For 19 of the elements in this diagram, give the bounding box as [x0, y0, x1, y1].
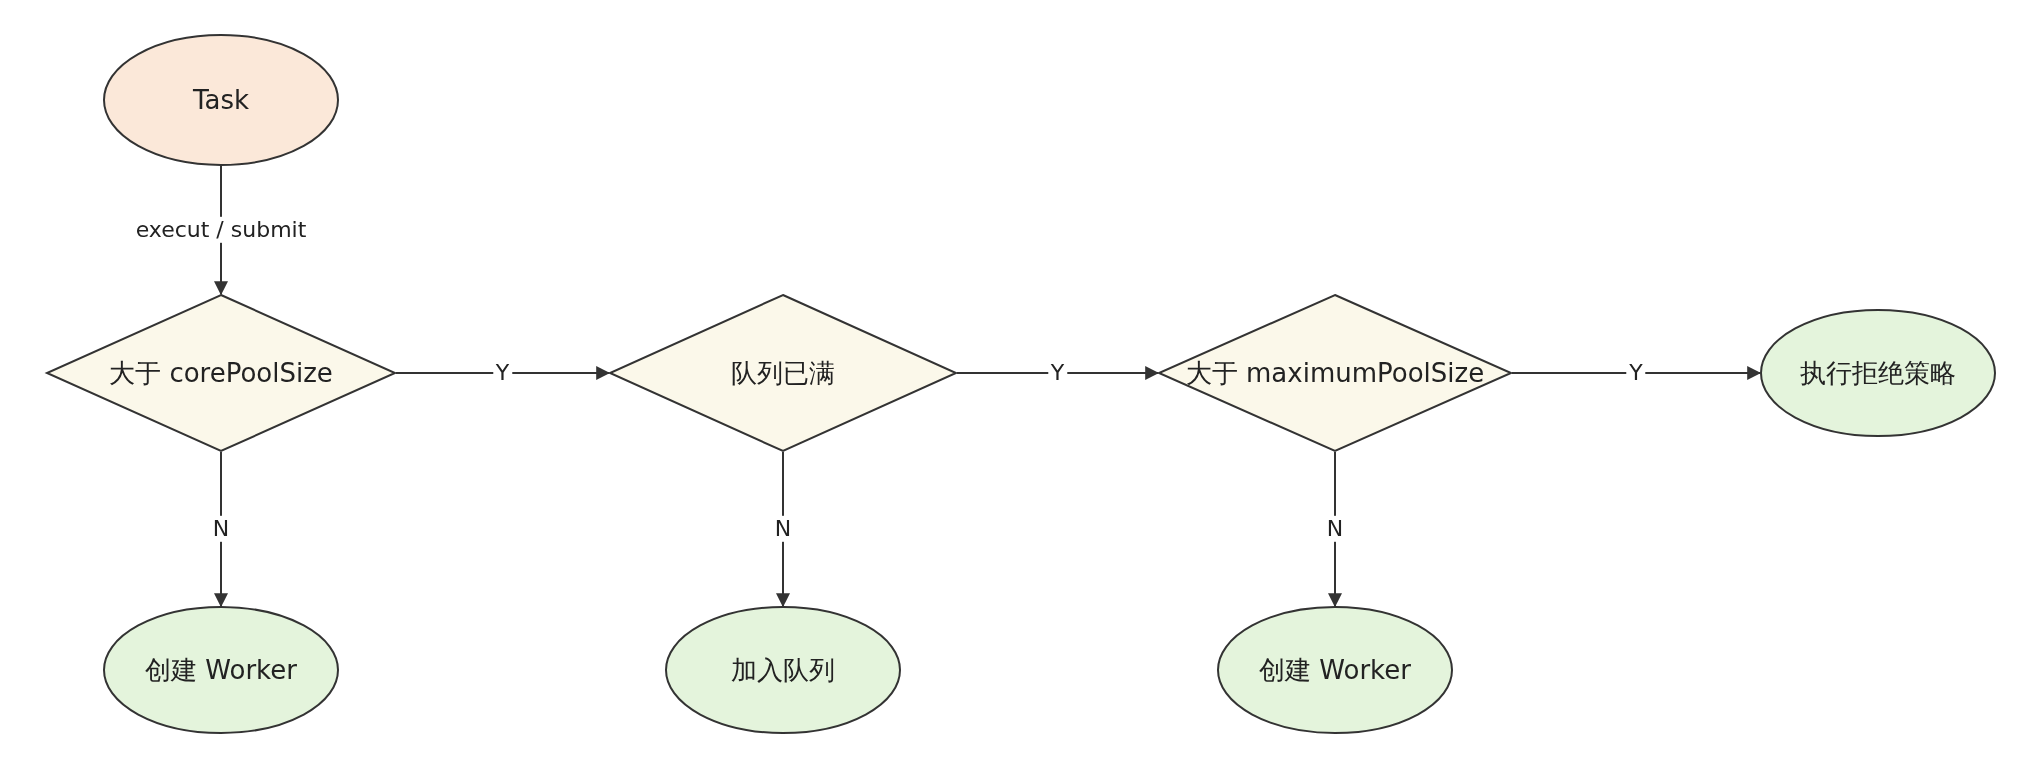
node-text: 创建 Worker	[1259, 653, 1411, 687]
node-text: 队列已满	[731, 356, 835, 390]
node-text: 加入队列	[731, 653, 835, 687]
arrow	[1511, 366, 1762, 380]
node-text: 大于 corePoolSize	[109, 356, 333, 390]
process-ellipse	[665, 606, 901, 734]
process-ellipse	[103, 606, 339, 734]
arrow	[956, 366, 1160, 380]
process-ellipse	[103, 34, 339, 166]
node-text: Task	[192, 85, 250, 115]
node-text: 大于 maximumPoolSize	[1185, 356, 1485, 390]
decision-diamond	[1158, 294, 1512, 452]
arrow	[395, 366, 611, 380]
decision-diamond	[609, 294, 957, 452]
node-text: 创建 Worker	[145, 653, 297, 687]
decision-diamond	[46, 294, 396, 452]
process-ellipse	[1217, 606, 1453, 734]
node-text: 执行拒绝策略	[1800, 356, 1956, 390]
process-ellipse	[1760, 309, 1996, 437]
